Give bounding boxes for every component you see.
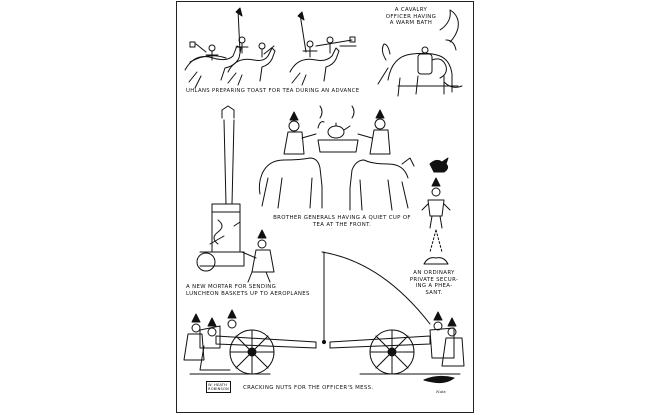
caption-cavalry-bath: A CAVALRY OFFICER HAVING A WARM BATH [376,7,446,27]
caption-cavalry-line-1: A CAVALRY [394,7,428,13]
caption-generals-line-1: BROTHER GENERALS HAVING A QUIET CUP OF [273,215,411,221]
caption-mortar-line-2: LUNCHEON BASKETS UP TO AEROPLANES [186,290,310,297]
cavalry-bath-scene [377,9,463,97]
nuts-label: Nuts [436,389,446,394]
caption-private: AN ORDINARY PRIVATE SECUR- ING A PHEA- S… [406,270,462,296]
caption-cavalry-line-3: A WARM BATH [389,20,433,27]
caption-private-line-1: AN ORDINARY [413,270,455,276]
caption-mortar-line-1: A NEW MORTAR FOR SENDING [186,284,277,290]
uhlans-scene [184,7,357,89]
caption-private-line-3: ING A PHEA- [415,283,453,290]
caption-cavalry-line-2: OFFICER HAVING [385,13,437,20]
signature-line-1: W. HEATH [208,382,228,387]
nuts-cannons-scene [183,251,465,384]
generals-tea-scene [258,105,415,211]
mortar-scene [196,105,275,283]
caption-generals: BROTHER GENERALS HAVING A QUIET CUP OF T… [272,215,412,228]
caption-private-line-2: PRIVATE SECUR- [409,276,459,283]
caption-private-line-4: SANT. [425,289,443,296]
caption-generals-line-2: TEA AT THE FRONT. [312,221,372,228]
caption-mortar: A NEW MORTAR FOR SENDING LUNCHEON BASKET… [186,284,310,297]
caption-nuts: CRACKING NUTS FOR THE OFFICER'S MESS. [243,385,374,391]
caption-uhlans: UHLANS PREPARING TOAST FOR TEA DURING AN… [186,88,360,94]
artist-signature: W. HEATH ROBINSON [206,381,231,393]
signature-line-2: ROBINSON [208,386,229,391]
private-pheasant-scene [421,157,451,265]
